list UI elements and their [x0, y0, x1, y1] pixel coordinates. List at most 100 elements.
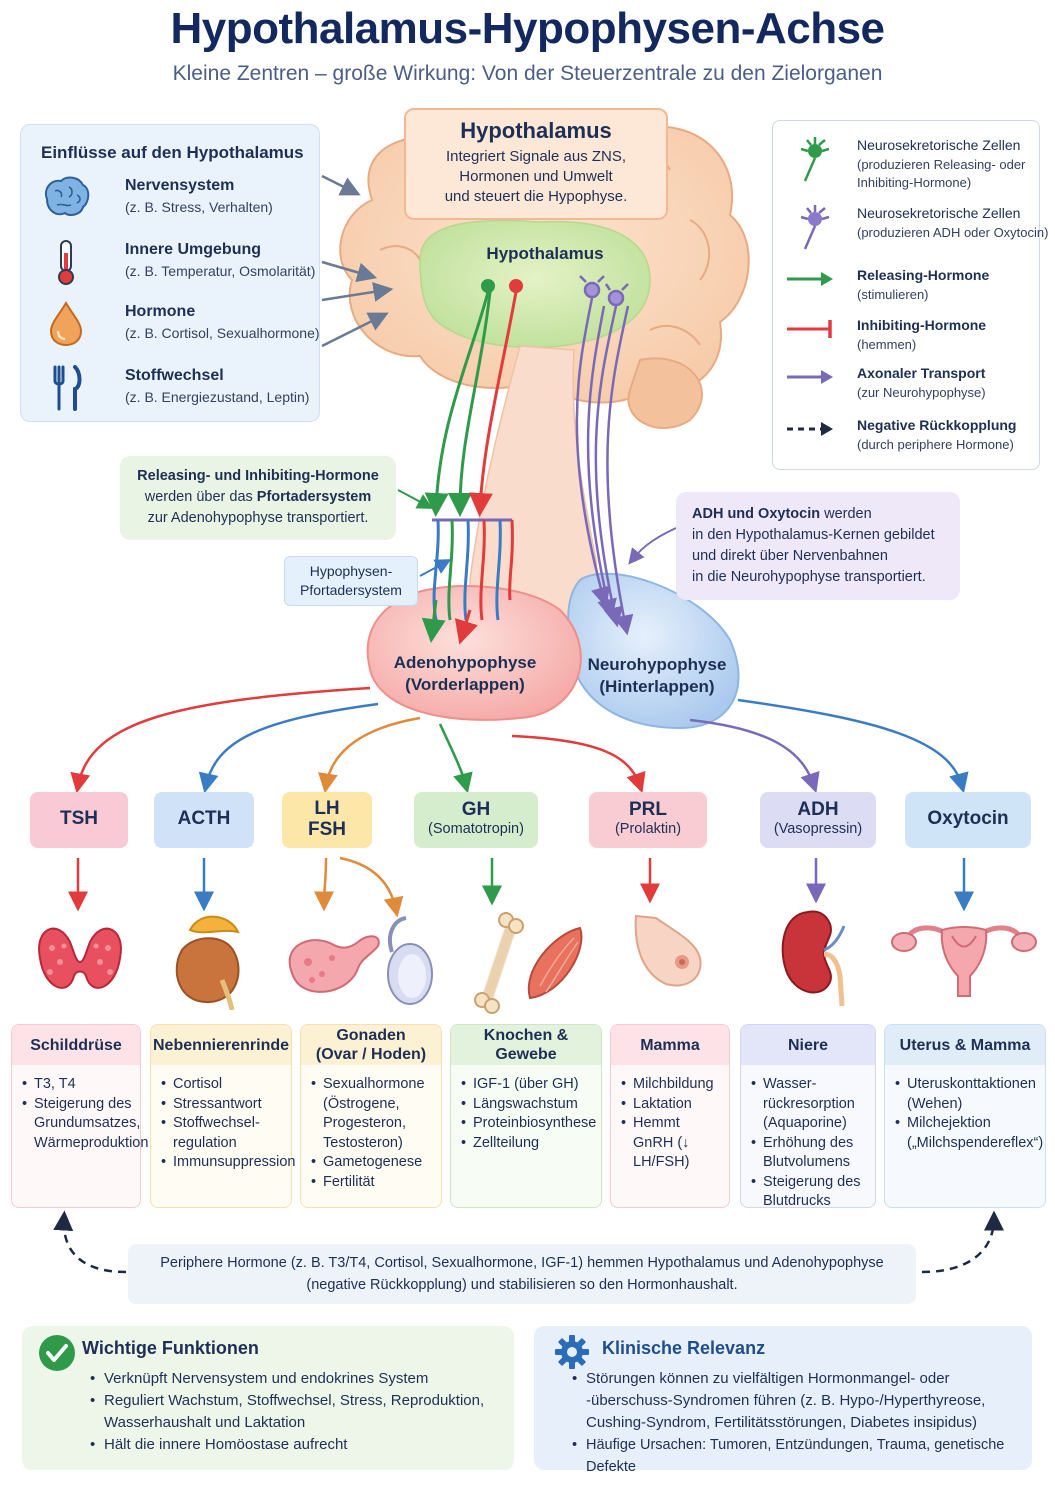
- hormone-name: FSH: [308, 819, 346, 840]
- influence-metabolism: Stoffwechsel (z. B. Energiezustand, Lept…: [41, 365, 316, 415]
- gland-to-hormone-arrows: [70, 686, 969, 794]
- organ-title: Knochen & Gewebe: [451, 1025, 601, 1065]
- organ-effect: Hemmt GnRH (↓ LH/FSH): [619, 1114, 723, 1173]
- hormone-name: ADH: [797, 799, 839, 820]
- hormone-oxytocin: Oxytocin: [905, 792, 1031, 848]
- influence-label: Hormone: [125, 303, 196, 320]
- brain-icon: [45, 176, 90, 216]
- organ-effects-list: Sexualhormone (Östrogene, Progesteron, T…: [301, 1065, 441, 1192]
- note-line: ADH und Oxytocin werden: [692, 504, 960, 525]
- releasing-axons: [421, 279, 523, 645]
- legend-label: Axonaler Transport: [857, 365, 986, 381]
- note-line: Hypophysen-: [309, 563, 393, 579]
- check-circle-icon: [39, 1335, 75, 1371]
- droplet-icon: [49, 301, 83, 347]
- influence-arrows: [321, 174, 394, 348]
- clinical-panel: Klinische Relevanz Störungen können zu v…: [534, 1326, 1032, 1475]
- hypothalamus-region-label: Hypothalamus: [486, 244, 604, 263]
- note-text: werden über das: [144, 489, 257, 505]
- organ-card-adrenal: Nebennierenrinde Cortisol Stressantwort …: [150, 1024, 296, 1208]
- legend-item-inhibiting: Inhibiting-Hormone (hemmen): [773, 317, 1041, 361]
- thermometer-icon: [58, 240, 74, 285]
- hormone-name: TSH: [60, 808, 98, 829]
- clinical-title: Klinische Relevanz: [602, 1338, 766, 1358]
- legend-item-feedback: Negative Rückkopplung (durch periphere H…: [773, 417, 1041, 461]
- organ-effects-list: Uteruskonttaktionen (Wehen) Milchejektio…: [885, 1065, 1045, 1153]
- legend-label: Neurosekretorische Zellen: [857, 205, 1021, 221]
- hormone-name: GH: [461, 799, 491, 820]
- legend-panel: Neurosekretorische Zellen (produzieren R…: [772, 120, 1048, 470]
- influence-detail: (z. B. Cortisol, Sexualhormone): [125, 325, 320, 341]
- function-item: Reguliert Wachstum, Stoffwechsel, Stress…: [88, 1390, 500, 1434]
- organ-effect: Fertilität: [309, 1173, 435, 1193]
- functions-list: Verknüpft Nervensystem und endokrines Sy…: [88, 1368, 500, 1456]
- organ-effects-list: T3, T4 Steigerung des Grundumsatzes, Wär…: [12, 1065, 148, 1153]
- hypothalamus-box-line: Integriert Signale aus ZNS,: [445, 148, 627, 165]
- influences-title: Einflüsse auf den Hypothalamus: [41, 143, 304, 162]
- organ-title: Schilddrüse: [12, 1025, 140, 1065]
- hypothalamus-box-line: und steuert die Hypophyse.: [444, 188, 628, 205]
- organ-effects-list: Wasser-rückresorption (Aquaporine) Erhöh…: [741, 1065, 875, 1212]
- fork-knife-icon: [53, 365, 82, 411]
- anterior-pituitary-label: Adenohypophyse (Vorderlappen): [380, 652, 550, 696]
- organ-title: Nebennierenrinde: [151, 1025, 291, 1065]
- note-line: werden über das Pfortadersystem: [120, 487, 396, 508]
- portal-system-note: Releasing- und Inhibiting-Hormone werden…: [120, 456, 396, 540]
- legend-detail: (stimulieren): [857, 287, 929, 302]
- page-subtitle: Kleine Zentren – große Wirkung: Von der …: [172, 62, 883, 85]
- note-line: Releasing- und Inhibiting-Hormone: [137, 468, 379, 484]
- hormone-subname: (Vasopressin): [773, 821, 863, 837]
- organ-title-group: Gonaden (Ovar / Hoden): [301, 1025, 441, 1065]
- clinical-item: Störungen können zu vielfältigen Hormonm…: [570, 1368, 1028, 1434]
- legend-detail: (produzieren Releasing- oder: [857, 157, 1026, 172]
- influences-panel: Einflüsse auf den Hypothalamus Nervensys…: [20, 124, 320, 422]
- legend-label: Releasing-Hormone: [857, 267, 990, 283]
- legend-detail: (durch periphere Hormone): [857, 437, 1014, 452]
- note-line: und direkt über Nervenbahnen: [692, 548, 888, 564]
- organ-effect: Stressantwort: [159, 1095, 285, 1115]
- gland-subname: (Vorderlappen): [405, 675, 525, 694]
- influence-hormones: Hormone (z. B. Cortisol, Sexualhormone): [41, 301, 320, 351]
- function-item: Hält die innere Homöostase aufrecht: [88, 1434, 500, 1456]
- organ-effect: Cortisol: [159, 1075, 285, 1095]
- organ-effect: Proteinbiosynthese: [459, 1114, 596, 1134]
- functions-title: Wichtige Funktionen: [82, 1338, 259, 1358]
- functions-panel: Wichtige Funktionen Verknüpft Nervensyst…: [22, 1326, 514, 1470]
- thyroid-icon: [38, 927, 122, 989]
- influence-internal-environment: Innere Umgebung (z. B. Temperatur, Osmol…: [41, 239, 316, 289]
- hypothalamus-box-line: Hormonen und Umwelt: [459, 168, 613, 185]
- organ-effect: Steigerung des Blutdrucks: [749, 1173, 869, 1212]
- gland-name: Adenohypophyse: [393, 653, 537, 672]
- influence-nervous-system: Nervensystem (z. B. Stress, Verhalten): [41, 175, 316, 225]
- organ-effects-list: IGF-1 (über GH) Längswachstum Proteinbio…: [451, 1065, 601, 1153]
- legend-detail: (hemmen): [857, 337, 917, 352]
- legend-detail: (produzieren ADH oder Oxytocin): [857, 225, 1049, 240]
- legend-item-green-neuron: Neurosekretorische Zellen (produzieren R…: [773, 137, 1041, 197]
- kidney-icon: [781, 910, 846, 1006]
- green-neuron-icon: [800, 137, 830, 182]
- note-line: in den Hypothalamus-Kernen gebildet: [692, 527, 935, 543]
- organ-effects-list: Milchbildung Laktation Hemmt GnRH (↓ LH/…: [611, 1065, 729, 1173]
- organ-effect: Gametogenese: [309, 1153, 435, 1173]
- organ-title: Mamma: [611, 1025, 729, 1065]
- legend-label: Negative Rückkopplung: [857, 417, 1017, 433]
- influence-detail: (z. B. Energiezustand, Leptin): [125, 389, 310, 405]
- organ-title: Gonaden: [336, 1027, 406, 1044]
- organ-effect: Immunsuppression: [159, 1153, 296, 1173]
- organ-effect: T3, T4: [20, 1075, 134, 1095]
- organ-effect: Zellteilung: [459, 1134, 595, 1154]
- bone-muscle-icon: [474, 912, 583, 1014]
- hypothalamus-region: [419, 219, 651, 349]
- clinical-list: Störungen können zu vielfältigen Hormonm…: [570, 1368, 1028, 1478]
- organ-effect: Milchejektion („Milchspendereflex“): [893, 1114, 1043, 1153]
- organ-effect: Uteruskonttaktionen (Wehen): [893, 1075, 1039, 1114]
- organ-card-thyroid: Schilddrüse T3, T4 Steigerung des Grundu…: [11, 1024, 148, 1208]
- gonads-icon: [288, 916, 433, 1005]
- gear-icon: [555, 1335, 589, 1369]
- organ-card-bone-tissue: Knochen & Gewebe IGF-1 (über GH) Längswa…: [450, 1024, 602, 1208]
- hormone-subname: (Somatotropin): [428, 821, 524, 837]
- adrenal-icon: [175, 915, 240, 1010]
- breast-icon: [634, 914, 702, 987]
- hormone-subname: (Prolaktin): [614, 821, 682, 837]
- feedback-line: (negative Rückkopplung) und stabilisiere…: [306, 1277, 738, 1293]
